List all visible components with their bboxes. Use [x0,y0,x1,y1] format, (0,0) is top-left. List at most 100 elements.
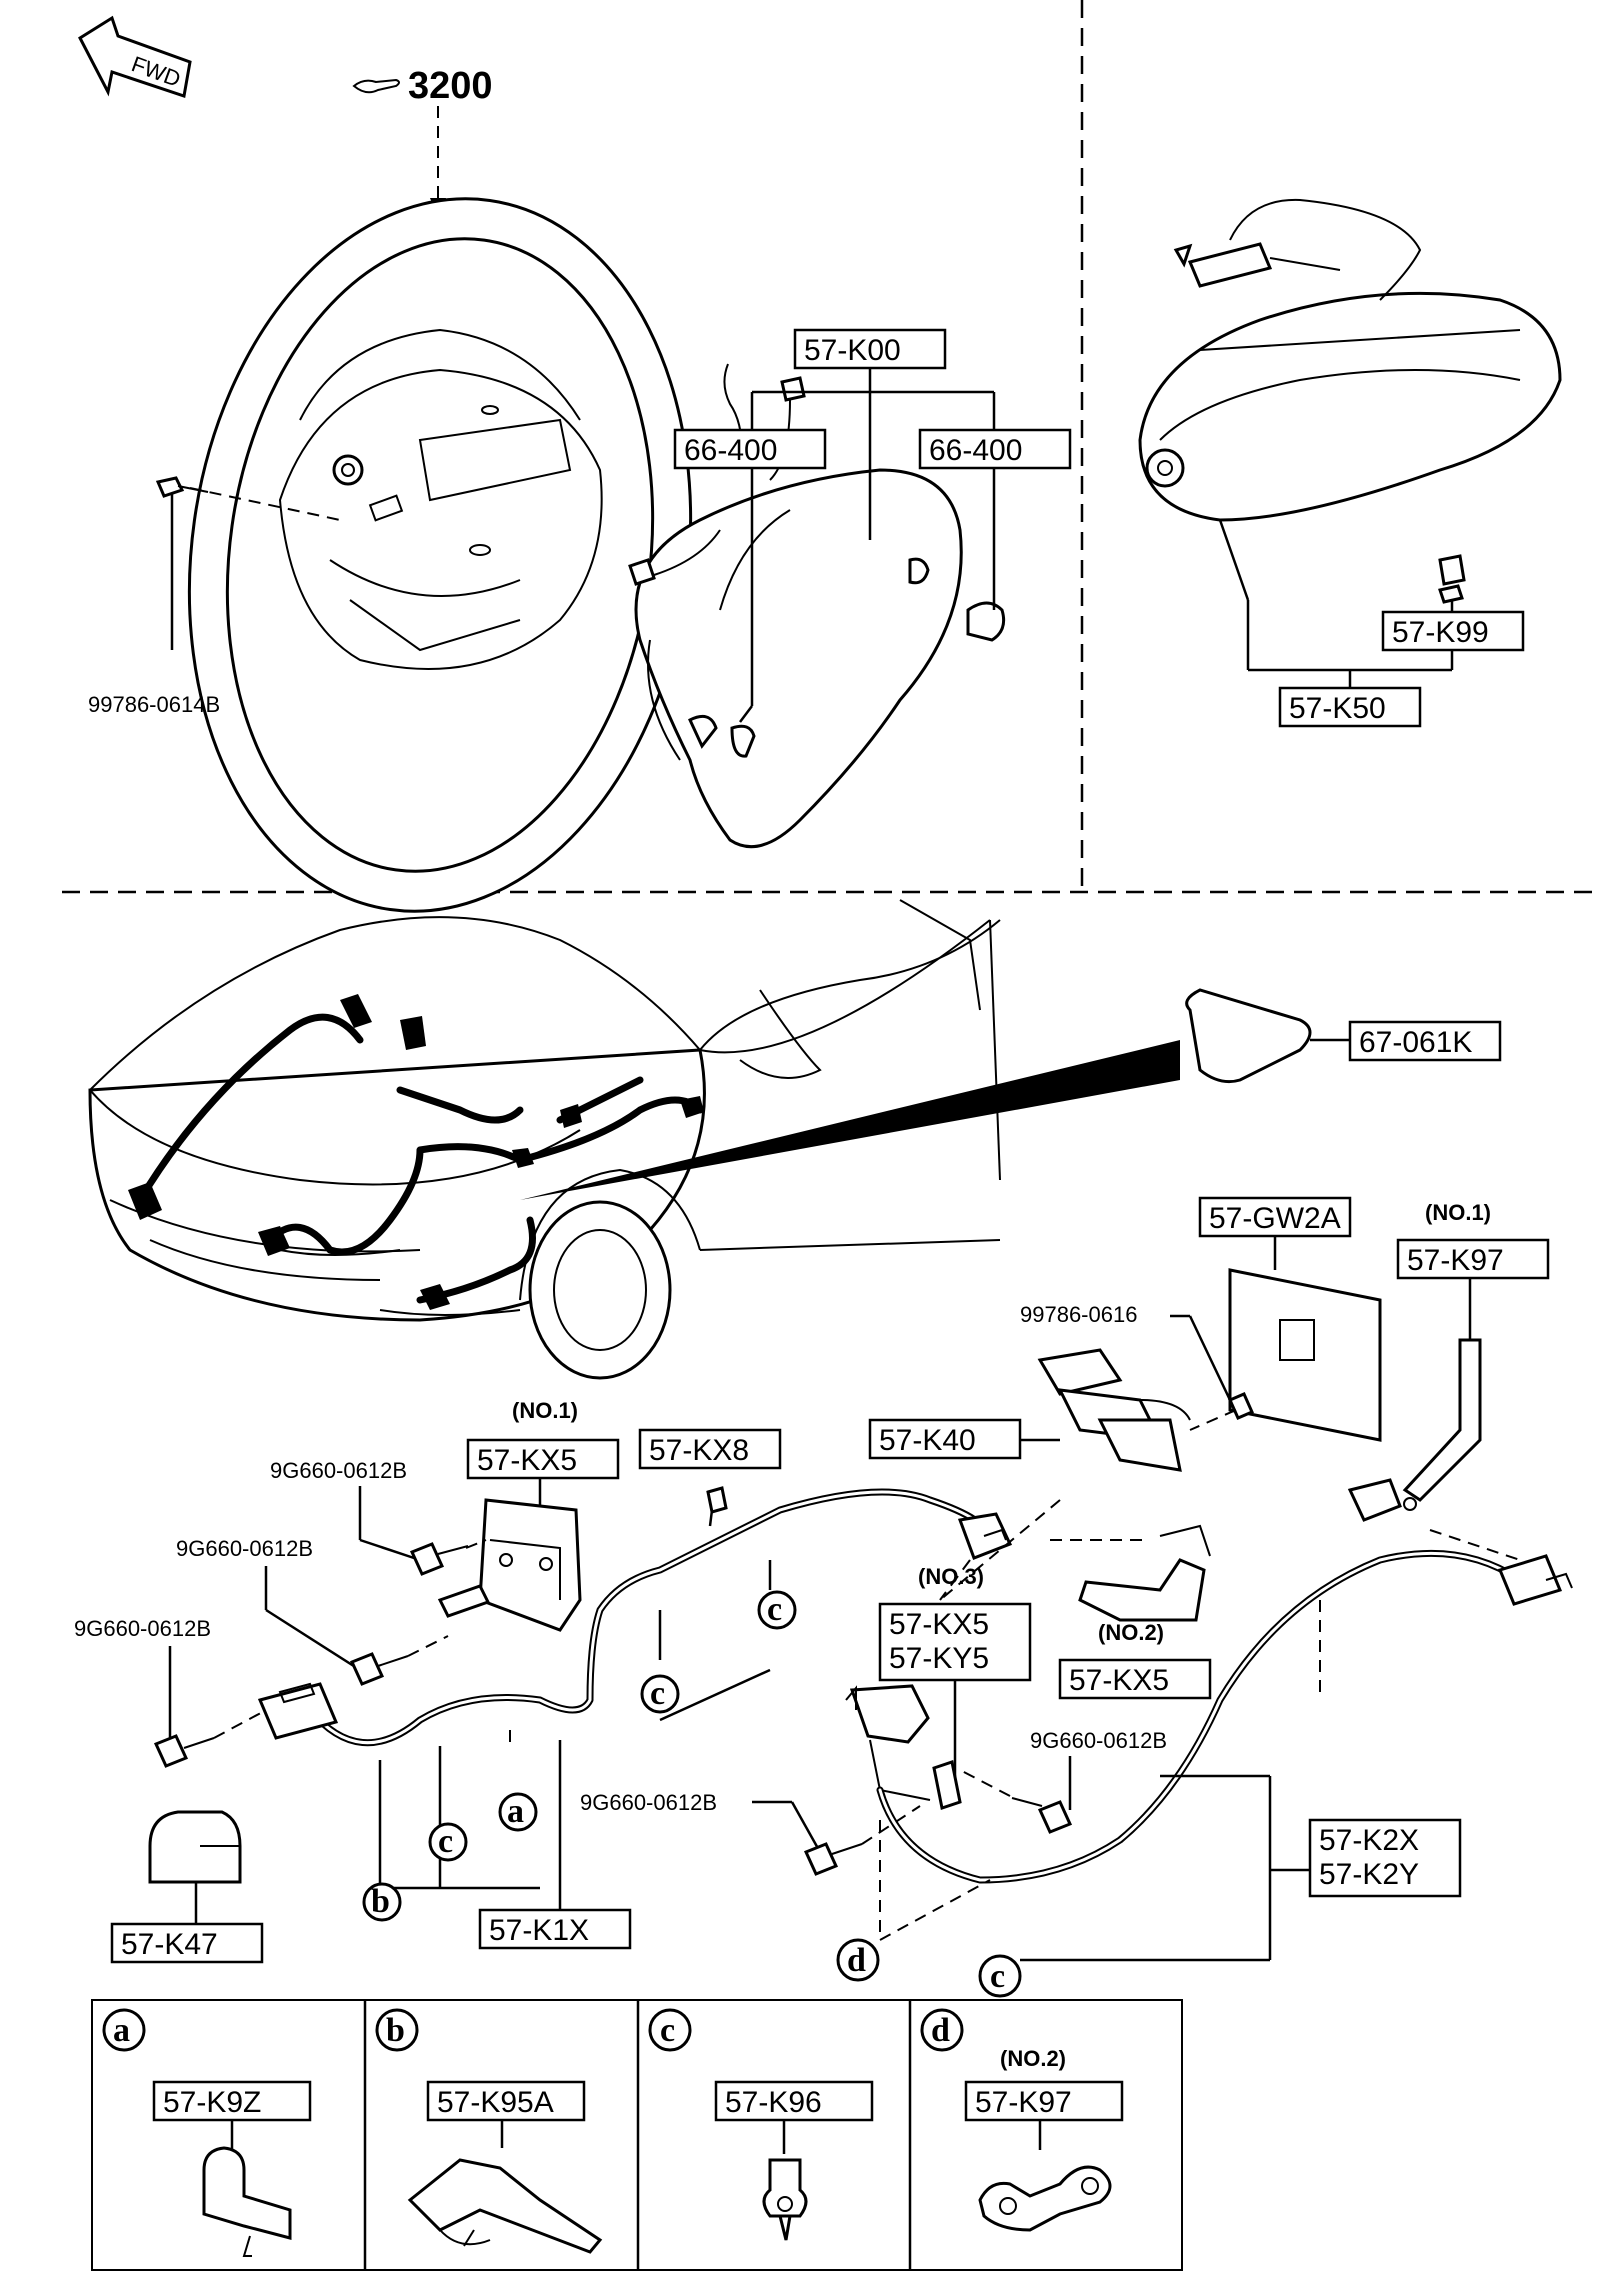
label-57-K1X: 57-K1X [478,1908,632,1950]
svg-text:57-K50: 57-K50 [1289,692,1386,725]
car-front-view [88,899,1001,1380]
svg-text:9G660-0612B: 9G660-0612B [580,1790,717,1815]
k1x-leaders [378,1560,772,1910]
label-57-KX5-no1: (NO.1) 57-KX5 [466,1398,620,1530]
cover-57-K47: 57-K47 [110,1810,264,1964]
label-57-K97-no1: (NO.1) 57-K97 [1396,1200,1550,1340]
svg-text:b: b [386,2012,405,2049]
svg-text:57-K1X: 57-K1X [489,1914,589,1947]
svg-text:9G660-0612B: 9G660-0612B [74,1616,211,1641]
sensor-pointer [520,1040,1180,1200]
clip-marker-c-3: c [757,1590,797,1630]
pointing-hand-icon [352,78,400,94]
legend-part-c: 57-K96 [725,2086,822,2119]
clip-marker-c-1: c [428,1822,468,1862]
bracket-57-KX5-no1 [437,1498,582,1632]
clip-marker-a-1: a [498,1792,538,1832]
svg-text:66-400: 66-400 [929,434,1022,467]
legend-part-a: 57-K9Z [163,2086,261,2119]
fwd-arrow-icon: FWD [78,15,192,98]
bolt-9G660-0612B-b: 9G660-0612B [176,1536,449,1686]
clip-marker-c-4: c [978,1954,1022,1998]
clip-marker-c-2: c [640,1674,680,1714]
svg-text:57-KX8: 57-KX8 [649,1434,749,1467]
k2x-leaders [879,1774,1310,1962]
steering-bolt: 99786-0614B [88,476,341,717]
sensor-pad-67-061K: 67-061K [1185,988,1502,1084]
svg-text:57-K40: 57-K40 [879,1424,976,1457]
bolt-9G660-0612B-e: 9G660-0612B [580,1790,921,1876]
legend-cell-b: b 57-K95A [375,2008,603,2254]
label-57-KX5-KY5-no3: (NO.3) 57-KX5 57-KY5 [878,1499,1061,1790]
legend-note-d: (NO.2) [1000,2046,1066,2071]
bolt-9G660-0612B-a: 9G660-0612B [270,1458,487,1576]
airbag-module-passenger [1138,198,1562,522]
label-57-GW2A: 57-GW2A [1198,1196,1382,1442]
bracket-57-K97-no1 [1347,1338,1482,1522]
svg-text:57-K00: 57-K00 [804,334,901,367]
label-57-K2X-K2Y: 57-K2X 57-K2Y [1308,1818,1462,1898]
svg-text:66-400: 66-400 [684,434,777,467]
car-wiring-harness [128,994,704,1310]
clip-marker-b-1: b [362,1882,402,1922]
bracket-57-KX5-no2: (NO.2) 57-KX5 [1050,1524,1212,1700]
legend-letter-a [102,2008,146,2052]
legend-part-b: 57-K95A [437,2086,554,2119]
clip-marker-d-1: d [836,1938,880,1982]
steering-wheel-reference: 3200 [352,65,493,218]
steering-ref-label: 3200 [408,65,493,107]
svg-text:9G660-0612B: 9G660-0612B [1030,1728,1167,1753]
harness-57-K1X [257,1488,1013,1747]
bolt-9G660-0612B-d: 9G660-0612B [959,1728,1167,1834]
legend-cell-c: c 57-K96 [648,2008,874,2241]
svg-text:57-K99: 57-K99 [1392,616,1489,649]
svg-text:d: d [847,1942,866,1979]
svg-text:c: c [650,1675,665,1712]
svg-text:57-K97: 57-K97 [1407,1244,1504,1277]
svg-text:d: d [931,2012,950,2049]
label-57-K99: 57-K99 [1218,519,1525,688]
svg-text:57-K47: 57-K47 [121,1928,218,1961]
legend-cell-d: d (NO.2) 57-K97 [920,2008,1124,2232]
label-57-K50: 57-K50 [1278,686,1422,728]
svg-text:c: c [438,1823,453,1860]
legend-letter-b [375,2008,419,2052]
bolt-99786-0616: 99786-0616 [1020,1302,1254,1431]
svg-text:(NO.1): (NO.1) [512,1398,578,1423]
bolt-57-K99 [1438,554,1466,612]
svg-text:67-061K: 67-061K [1359,1026,1472,1059]
svg-text:9G660-0612B: 9G660-0612B [176,1536,313,1561]
airbag-module-driver [628,363,1006,849]
svg-text:c: c [660,2012,675,2049]
svg-text:(NO.2): (NO.2) [1098,1620,1164,1645]
svg-text:b: b [371,1883,390,1920]
bolt-99786-0614B-label: 99786-0614B [88,692,220,717]
guide-plate [1228,1268,1382,1442]
svg-text:99786-0616: 99786-0616 [1020,1302,1137,1327]
svg-text:57-KY5: 57-KY5 [889,1642,989,1675]
legend-letter-c [648,2008,692,2052]
svg-text:57-KX5: 57-KX5 [1069,1664,1169,1697]
svg-text:9G660-0612B: 9G660-0612B [270,1458,407,1483]
svg-text:57-K2X: 57-K2X [1319,1824,1419,1857]
label-57-K00: 57-K00 [750,328,996,540]
steering-wheel [187,197,693,913]
legend-table [91,1999,1183,2271]
svg-text:57-K2Y: 57-K2Y [1319,1858,1419,1891]
svg-text:57-GW2A: 57-GW2A [1209,1202,1341,1235]
sensor-57-K40: 57-K40 [868,1348,1191,1472]
label-57-KX8: 57-KX8 [638,1428,782,1527]
legend-letter-d [920,2008,964,2052]
harness-57-K2X [845,1529,1573,1884]
svg-text:c: c [990,1958,1005,1995]
legend-cell-a: a 57-K9Z [102,2008,312,2257]
label-66-400-right: 66-400 [918,428,1072,610]
legend-part-d: 57-K97 [975,2086,1072,2119]
horn-button-right [966,601,1006,642]
svg-text:(NO.1): (NO.1) [1425,1200,1491,1225]
svg-text:57-KX5: 57-KX5 [889,1608,989,1641]
svg-text:57-KX5: 57-KX5 [477,1444,577,1477]
svg-text:a: a [507,1793,524,1830]
